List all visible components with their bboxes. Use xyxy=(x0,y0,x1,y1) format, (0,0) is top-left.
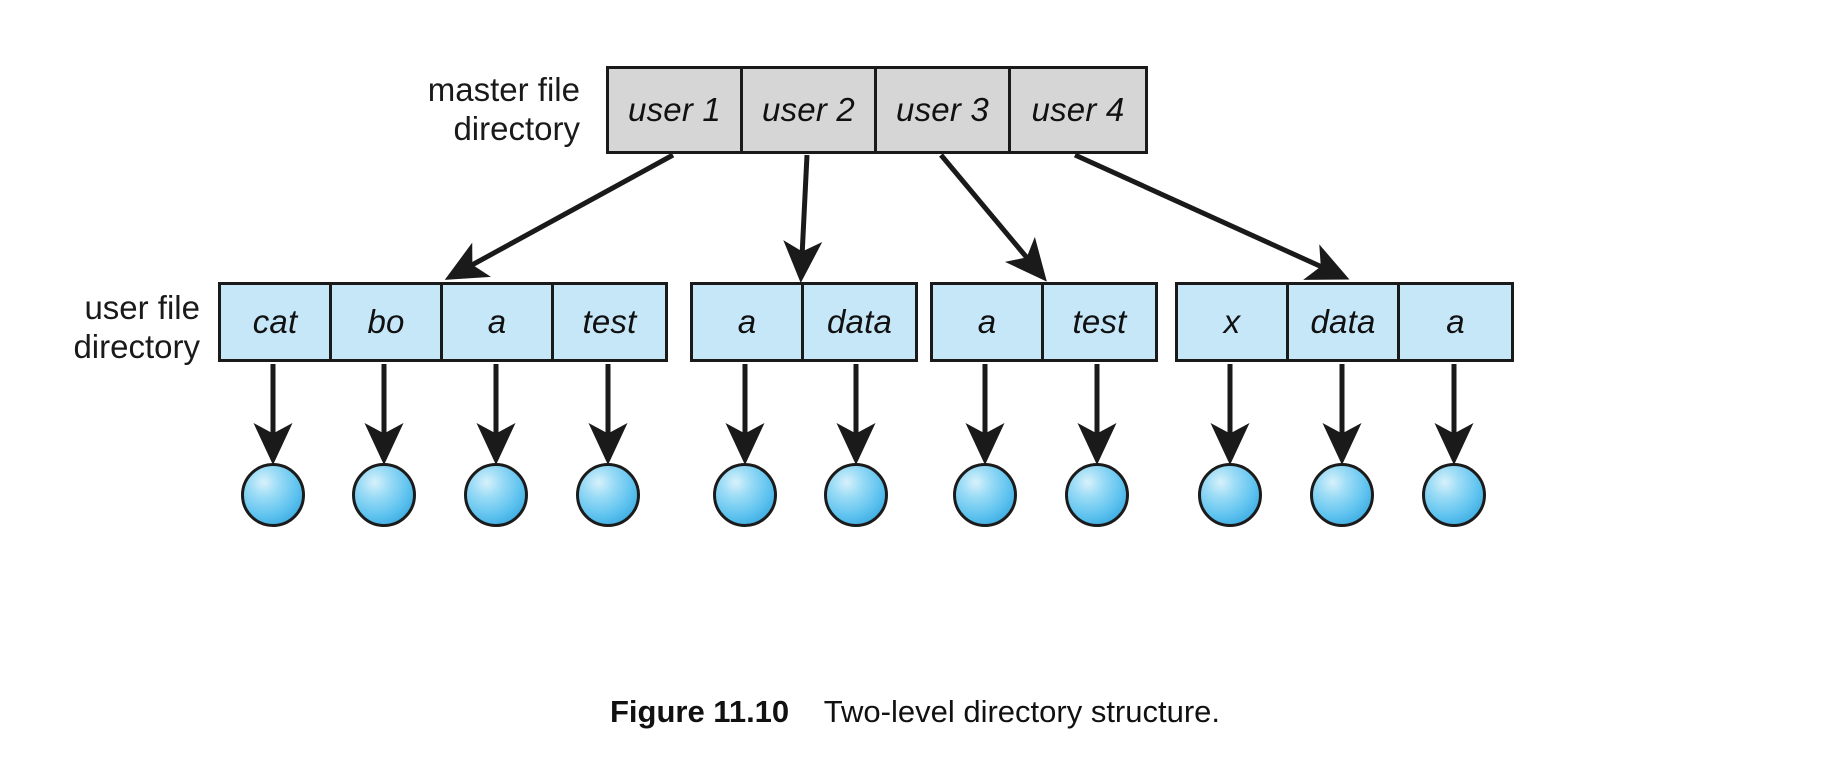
user-entry-to-file-arrows xyxy=(253,364,1474,466)
arrow-user2-to-ufd2 xyxy=(783,154,823,283)
user-file-directory-1: cat bo a test xyxy=(218,282,668,362)
master-entry-user-4[interactable]: user 4 xyxy=(1011,69,1145,151)
file-node-a-u1 xyxy=(464,463,528,527)
ufd3-entry-a[interactable]: a xyxy=(933,285,1044,359)
ufd1-entry-bo[interactable]: bo xyxy=(332,285,443,359)
figure-caption: Figure 11.10 Two-level directory structu… xyxy=(0,694,1830,730)
master-entry-user-1[interactable]: user 1 xyxy=(609,69,743,151)
arrow-user1-to-ufd1 xyxy=(444,152,675,280)
arrow-user3-to-ufd3 xyxy=(939,153,1047,282)
user-file-directory-2: a data xyxy=(690,282,918,362)
user-file-directory-3: a test xyxy=(930,282,1158,362)
arrow-user4-to-ufd4 xyxy=(1073,152,1350,280)
ufd2-entry-data[interactable]: data xyxy=(804,285,915,359)
file-node-x-u4 xyxy=(1198,463,1262,527)
ufd4-entry-x[interactable]: x xyxy=(1178,285,1289,359)
master-entry-user-2[interactable]: user 2 xyxy=(743,69,877,151)
user-file-directory-4: x data a xyxy=(1175,282,1514,362)
ufd4-entry-data[interactable]: data xyxy=(1289,285,1400,359)
master-entry-user-3[interactable]: user 3 xyxy=(877,69,1011,151)
file-node-data-u4 xyxy=(1310,463,1374,527)
user-file-directory-label: user file directory xyxy=(73,289,200,365)
file-node-bo xyxy=(352,463,416,527)
file-node-a-u3 xyxy=(953,463,1017,527)
file-node-cat xyxy=(241,463,305,527)
ufd3-entry-test[interactable]: test xyxy=(1044,285,1155,359)
file-node-a-u4 xyxy=(1422,463,1486,527)
master-to-user-arrows xyxy=(444,152,1350,283)
figure-title: Two-level directory structure. xyxy=(823,694,1221,729)
ufd2-entry-a[interactable]: a xyxy=(693,285,804,359)
file-node-a-u2 xyxy=(713,463,777,527)
file-node-test-u3 xyxy=(1065,463,1129,527)
master-file-directory-label: master file directory xyxy=(427,71,580,147)
ufd1-entry-a[interactable]: a xyxy=(443,285,554,359)
file-node-test-u1 xyxy=(576,463,640,527)
ufd1-entry-cat[interactable]: cat xyxy=(221,285,332,359)
file-node-data-u2 xyxy=(824,463,888,527)
ufd4-entry-a[interactable]: a xyxy=(1400,285,1511,359)
ufd1-entry-test[interactable]: test xyxy=(554,285,665,359)
master-file-directory-table: user 1 user 2 user 3 user 4 xyxy=(606,66,1148,154)
figure-number: Figure 11.10 xyxy=(609,694,790,729)
